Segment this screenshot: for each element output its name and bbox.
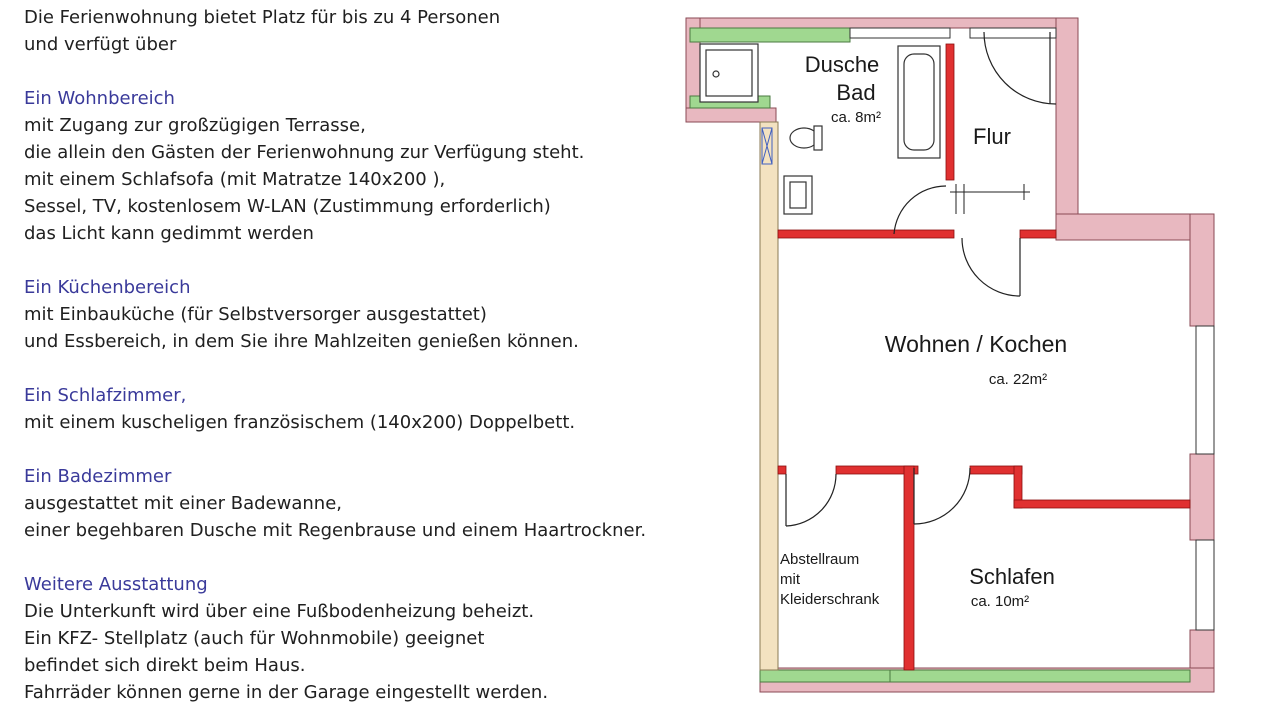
section-line: Ein KFZ- Stellplatz (auch für Wohnmobile… xyxy=(24,628,485,649)
storage-label-line1: Abstellraum xyxy=(780,551,859,568)
bedroom-top-wall2 xyxy=(1013,499,1191,509)
shower-tray xyxy=(699,43,759,103)
section-line: Fahrräder können gerne in der Garage ein… xyxy=(24,682,549,703)
bath-left-fixture xyxy=(761,127,773,165)
section-line: Die Unterkunft wird über eine Fußbodenhe… xyxy=(24,601,535,622)
door-frames-top xyxy=(849,27,1057,39)
section-line: befindet sich direkt beim Haus. xyxy=(24,655,306,676)
storage-door xyxy=(785,473,837,527)
wall-top xyxy=(685,17,1079,29)
floor-plan: Dusche Bad ca. 8m² Flur Wohnen / Kochen … xyxy=(685,17,1215,693)
hall-bottom-wall xyxy=(1019,229,1057,239)
entrance-door xyxy=(983,31,1057,105)
window xyxy=(689,27,851,43)
bath-area: ca. 8m² xyxy=(831,109,881,126)
section-line: die allein den Gästen der Ferienwohnung … xyxy=(24,142,585,163)
wall-right-upper-outer xyxy=(1189,213,1215,327)
door-swings xyxy=(785,31,1057,527)
section-heading-equipment: Weitere Ausstattung xyxy=(24,574,208,595)
section-line: und Essbereich, in dem Sie ihre Mahlzeit… xyxy=(24,331,579,352)
section-line: mit Einbauküche (für Selbstversorger aus… xyxy=(24,304,487,325)
storage-label-line3: Kleiderschrank xyxy=(780,591,880,608)
window xyxy=(889,669,1191,683)
wall-left-ledge xyxy=(685,107,777,123)
storage-right-wall xyxy=(903,465,915,671)
bedroom-label: Schlafen xyxy=(969,564,1055,589)
wall-right-upper xyxy=(1055,17,1079,241)
section-heading-bedroom: Ein Schlafzimmer, xyxy=(24,385,187,406)
bath-door xyxy=(893,185,947,235)
interior-walls xyxy=(777,43,1191,671)
section-heading-living: Ein Wohnbereich xyxy=(24,88,175,109)
living-area: ca. 22m² xyxy=(989,371,1047,388)
bedroom-door xyxy=(913,467,971,525)
bath-label-line1: Dusche xyxy=(805,52,880,77)
apartment-description: Die Ferienwohnung bietet Platz für bis z… xyxy=(24,4,684,706)
section-line: mit einem kuscheligen französischem (140… xyxy=(24,412,576,433)
section-line: einer begehbaren Dusche mit Regenbrause … xyxy=(24,520,647,541)
section-line: das Licht kann gedimmt werden xyxy=(24,223,314,244)
section-line: mit Zugang zur großzügigen Terrasse, xyxy=(24,115,366,136)
dimension-marks xyxy=(950,184,1030,214)
hall-label: Flur xyxy=(973,124,1011,149)
wall-right-lower xyxy=(1189,629,1215,671)
section-line: mit einem Schlafsofa (mit Matratze 140x2… xyxy=(24,169,446,190)
wall-right-mid xyxy=(1189,453,1215,541)
bath-label-line2: Bad xyxy=(836,80,875,105)
section-line: Sessel, TV, kostenlosem W-LAN (Zustimmun… xyxy=(24,196,551,217)
section-heading-kitchen: Ein Küchenbereich xyxy=(24,277,191,298)
left-wall xyxy=(759,121,779,671)
storage-top-wall xyxy=(777,465,787,475)
bathtub xyxy=(897,45,941,159)
living-door xyxy=(961,237,1021,297)
window xyxy=(1195,325,1215,455)
intro-line: Die Ferienwohnung bietet Platz für bis z… xyxy=(24,7,501,28)
window xyxy=(1195,539,1215,631)
left-wall-upper xyxy=(759,121,779,671)
bath-bottom-wall xyxy=(777,229,955,239)
bath-hall-wall xyxy=(945,43,955,181)
storage-top-wall xyxy=(835,465,919,475)
bath-fixtures xyxy=(699,43,941,215)
storage-label-line2: mit xyxy=(780,571,801,588)
section-line: ausgestattet mit einer Badewanne, xyxy=(24,493,342,514)
wall-step xyxy=(1055,213,1215,241)
section-heading-bathroom: Ein Badezimmer xyxy=(24,466,172,487)
intro-line: und verfügt über xyxy=(24,34,177,55)
living-label: Wohnen / Kochen xyxy=(885,331,1067,357)
window xyxy=(759,669,891,683)
bedroom-area: ca. 10m² xyxy=(971,593,1029,610)
